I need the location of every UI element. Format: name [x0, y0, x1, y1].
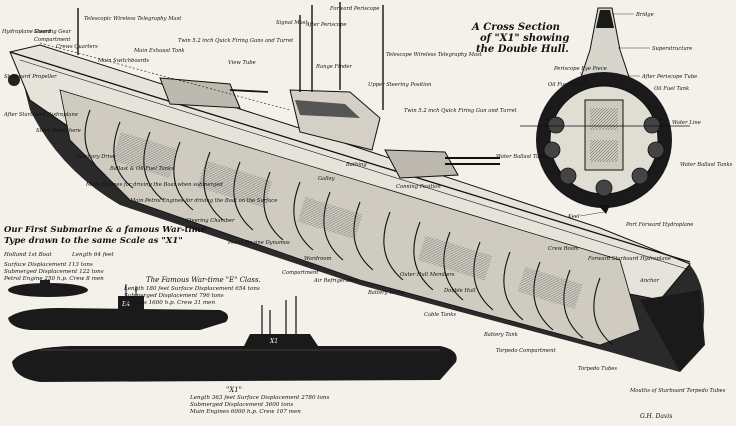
label-main-engines-submerged: Main Engines for driving the Boat when s… [85, 182, 223, 188]
label-wardroom: Wardroom [304, 256, 331, 262]
e-class-heading: The Famous War-time "E" Class. [146, 276, 261, 284]
forward-gun-turret [384, 149, 459, 179]
label-compartment: Compartment [34, 37, 71, 43]
label-outer-hull-members: Outer Hull Members [400, 272, 455, 278]
cross-section-title-1: A Cross Section [471, 22, 560, 33]
label-superstructure: Superstructure [652, 46, 692, 52]
label-twin-quick-firing-gun: Twin 5.2 inch Quick Firing Gun and Turre… [404, 108, 518, 114]
label-after-periscope-tube: After Periscope Tube [641, 74, 697, 80]
label-main-petrol-engines: Main Petrol Engines for driving the Boat… [129, 198, 277, 204]
label-port-forward-hydroplane: Port Forward Hydroplane [625, 222, 693, 228]
cross-section-diagram: A Cross Section of "X1" showing the Doub… [471, 7, 733, 220]
label-crew-room: Crew Room [548, 246, 579, 252]
holland-engine: Petrol Engine 250 h.p. Crew 8 men [3, 276, 104, 282]
label-compartment-2: Compartment [282, 270, 319, 276]
label-bathing: Bathing [345, 162, 367, 168]
e-class-line3: Engines 1600 h.p. Crew 31 men [123, 300, 215, 306]
cross-section-title-3: the Double Hull. [476, 44, 569, 55]
x1-profile-submarine: X1 [12, 296, 457, 382]
holland-first-boat [8, 280, 88, 297]
label-hydroplane-guard: Hydroplane Guard [1, 29, 52, 35]
label-stern-room: Stern Room here [36, 128, 81, 134]
label-anchor: Anchor [639, 278, 659, 284]
label-steering-chamber: Steering Chamber [186, 218, 235, 224]
label-double-hull: Double Hull [443, 288, 476, 294]
label-air-refrigeration: Air Refrigeration [313, 278, 359, 284]
label-main-switchboards: Main Switchboards [97, 58, 149, 64]
cutaway-labels: Hydroplane Guard Steering Gear Compartme… [1, 6, 726, 420]
label-oil-fuel-tank-left: Oil Fuel Tank [548, 82, 583, 88]
e-class-submarine: E4 [8, 284, 228, 330]
label-after-starboard-hydroplane: After Starboard Hydroplane [3, 112, 78, 118]
e-class-line2: Submerged Displacement 796 tons [124, 293, 224, 299]
label-mouths-torpedo-tubes: Mouths of Starboard Torpedo Tubes [629, 388, 726, 394]
label-oil-fuel-tank-right: Oil Fuel Tank [654, 86, 689, 92]
label-cable-tanks: Cable Tanks [424, 312, 456, 318]
label-forward-starboard-hydroplane: Forward Starboard Hydroplane [587, 256, 671, 262]
label-keel: Keel [567, 214, 580, 220]
label-periscope-eye-piece: Periscope Eye Piece [553, 66, 607, 72]
label-steering-gear: Steering Gear [34, 29, 72, 35]
label-starboard-propeller: Starboard Propeller [4, 74, 57, 80]
x1-heading: "X1" [226, 386, 242, 394]
label-auxiliary-drive: Auxiliary Drive [75, 154, 115, 160]
label-battery-tank: Battery Tank [483, 332, 518, 338]
label-range-finder: Range Finder [315, 64, 352, 70]
label-torpedo-tubes: Torpedo Tubes [578, 366, 617, 372]
label-crews-quarters: Crews Quarters [56, 44, 98, 50]
label-torpedo-compartment: Torpedo Compartment [496, 348, 556, 354]
holland-length: Length 64 feet [71, 252, 114, 258]
e-class-hull-mark: E4 [121, 301, 130, 308]
label-after-periscope: After Periscope [305, 22, 346, 28]
label-bridge: Bridge [635, 12, 654, 18]
label-petrol-engine-dynamos: Petrol Engine Dynamos [227, 240, 290, 246]
label-water-line: Water Line [672, 120, 701, 126]
label-telescopic-wireless: Telescopic Wireless Telegraphy Mast [84, 16, 182, 22]
label-galley: Galley [318, 176, 335, 182]
label-battery-tanks: Battery Tanks [367, 290, 405, 296]
cross-section-title-2: of "X1" showing [480, 33, 569, 44]
holland-submerged-disp: Submerged Displacement 122 tons [4, 269, 104, 275]
x1-hull-mark: X1 [269, 338, 278, 345]
label-forward-periscope: Forward Periscope [329, 6, 379, 12]
label-water-ballast-right: Water Ballast Tanks [680, 162, 733, 168]
label-ballast-tanks: Ballast & Oil Fuel Tanks [109, 166, 174, 172]
label-water-ballast-left: Water Ballast Tanks [496, 154, 549, 160]
label-quick-firing-guns: Twin 5.2 inch Quick Firing Guns and Turr… [178, 38, 294, 44]
x1-line2: Submerged Displacement 3600 tons [190, 402, 293, 408]
label-telescope-wireless-mast: Telescope Wireless Telegraphy Mast [386, 52, 483, 58]
after-gun-turret [159, 77, 241, 109]
label-conning-position: Conning Position [396, 184, 441, 190]
x1-line1: Length 363 feet Surface Displacement 278… [189, 395, 330, 401]
masts-periscopes [77, 2, 384, 110]
main-cutaway-submarine [8, 2, 705, 372]
holland-heading: Holland 1st Boat [3, 252, 52, 258]
label-upper-steering: Upper Steering Position [368, 82, 431, 88]
holland-surface-disp: Surface Displacement 113 tons [4, 262, 93, 268]
comparison-title-line2: Type drawn to the same Scale as "X1" [4, 236, 183, 246]
label-main-exhaust-tank: Main Exhaust Tank [133, 48, 185, 54]
artist-signature: G.H. Davis [640, 413, 672, 420]
e-class-line1: Length 180 feet Surface Displacement 654… [123, 286, 260, 292]
x1-line3: Main Engines 6000 h.p. Crew 107 men [189, 409, 301, 415]
label-signal-mast: Signal Mast [276, 20, 308, 26]
label-view-tube: View Tube [228, 60, 256, 66]
comparison-title-line1: Our First Submarine & a famous War-time [4, 225, 207, 235]
